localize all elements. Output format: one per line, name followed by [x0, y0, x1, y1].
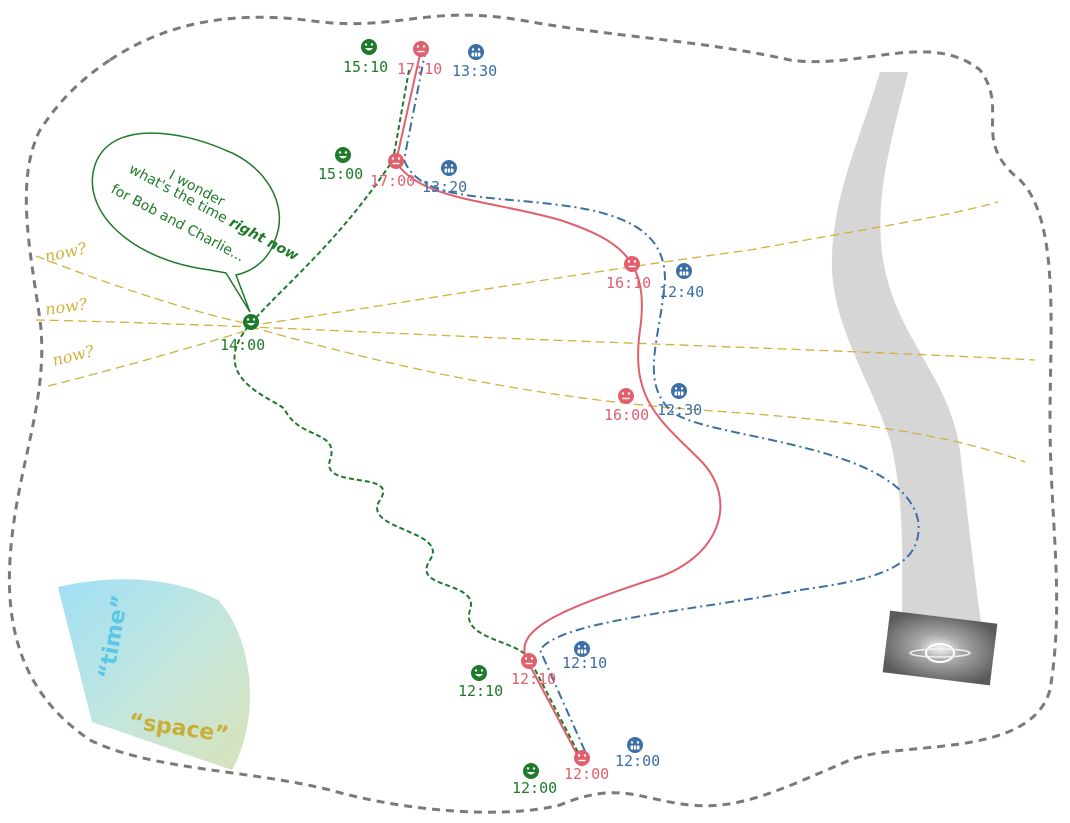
now-label-middle: now?: [44, 294, 89, 319]
black-hole-image: [882, 610, 998, 686]
neutral-face-icon: [413, 41, 429, 57]
charlie-time-label: 13:30: [452, 62, 497, 80]
light-cone-strip: [831, 72, 982, 630]
charlie-time-label: 13:20: [422, 178, 467, 196]
bob-time-label: 12:10: [511, 670, 556, 688]
grinning-face-icon: [243, 314, 259, 330]
grinning-face-icon: [523, 763, 539, 779]
charlie-time-label: 12:30: [657, 401, 702, 419]
grinning-face-icon: [335, 147, 351, 163]
grimacing-face-icon: [574, 641, 590, 657]
bob-time-label: 17:00: [370, 172, 415, 190]
charlie-worldline: [402, 47, 920, 759]
alice-time-label: 12:00: [512, 779, 557, 797]
thought-bubble-shape: [91, 132, 281, 313]
neutral-face-icon: [574, 750, 590, 766]
now-lines: [35, 201, 1036, 463]
now-label-lower: now?: [50, 341, 96, 370]
charlie-time-label: 12:10: [562, 654, 607, 672]
bob-time-label: 17:10: [397, 60, 442, 78]
alice-time-label: 12:10: [458, 682, 503, 700]
alice-time-label: 15:10: [343, 58, 388, 76]
bob-time-label: 16:10: [606, 274, 651, 292]
grinning-face-icon: [471, 665, 487, 681]
grimacing-face-icon: [671, 383, 687, 399]
neutral-face-icon: [521, 653, 537, 669]
now-label-upper: now?: [43, 238, 89, 265]
space-time-legend-wedge: [58, 579, 250, 770]
charlie-time-label: 12:00: [615, 752, 660, 770]
now-line-middle: [35, 319, 1036, 361]
grimacing-face-icon: [468, 44, 484, 60]
grimacing-face-icon: [441, 160, 457, 176]
universe-boundary: [7, 13, 1059, 814]
grinning-face-icon: [361, 39, 377, 55]
alice-time-label: 15:00: [318, 165, 363, 183]
bob-worldline: [394, 49, 722, 761]
grimacing-face-icon: [627, 737, 643, 753]
charlie-time-label: 12:40: [659, 283, 704, 301]
grimacing-face-icon: [676, 263, 692, 279]
neutral-face-icon: [388, 153, 404, 169]
neutral-face-icon: [624, 256, 640, 272]
bob-time-label: 16:00: [604, 406, 649, 424]
thought-bubble: I wonder what's the time right now for B…: [91, 132, 301, 313]
now-line-lower: [47, 327, 1026, 463]
neutral-face-icon: [618, 388, 634, 404]
alice-time-label: 14:00: [220, 336, 265, 354]
now-line-upper: [35, 201, 999, 326]
bob-time-label: 12:00: [564, 765, 609, 783]
events-layer: 15:10 15:00 14:00 12:10 12:00 17:10 17:00 16:10…: [220, 39, 704, 797]
